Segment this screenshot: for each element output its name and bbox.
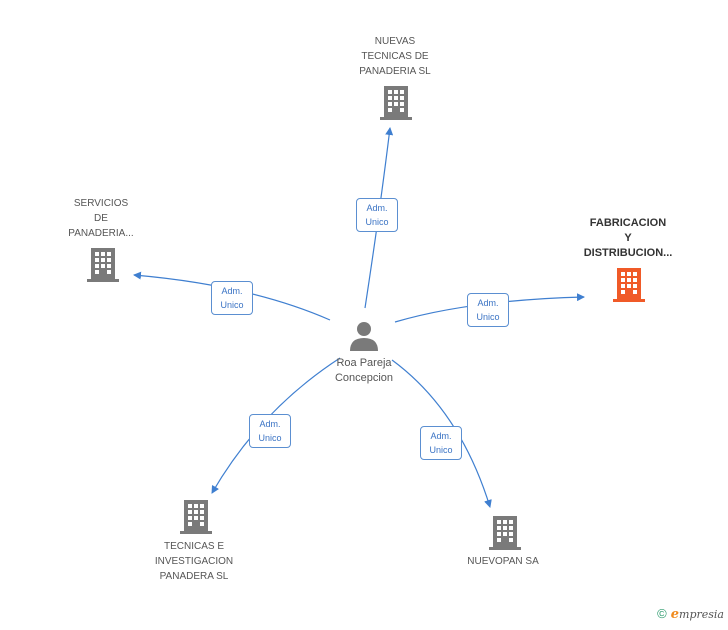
brand-initial: e (670, 607, 680, 622)
role-line: Adm. (366, 203, 388, 213)
person-icon[interactable] (349, 321, 379, 351)
company-label-fabricacion[interactable]: FABRICACION Y DISTRIBUCION... (563, 216, 693, 261)
building-icon[interactable] (489, 516, 521, 550)
person-name-line: Roa Pareja (336, 357, 392, 369)
company-label-nuevas[interactable]: NUEVAS TECNICAS DE PANADERIA SL (335, 34, 455, 79)
company-label-line: DISTRIBUCION... (583, 247, 673, 259)
role-line: Unico (258, 433, 282, 443)
company-label-line: PANADERA SL (159, 571, 229, 582)
company-label-servicios[interactable]: SERVICIOS DE PANADERIA... (41, 196, 161, 241)
company-label-line: DE (94, 213, 108, 224)
brand-rest: mpresia (679, 608, 724, 621)
role-line: Adm. (221, 286, 243, 296)
building-icon[interactable] (180, 500, 212, 534)
building-icon[interactable] (380, 86, 412, 120)
brand-logo[interactable]: empresia (670, 607, 724, 622)
company-label-line: PANADERIA... (68, 228, 134, 239)
building-icon[interactable] (613, 268, 645, 302)
company-label-line: TECNICAS E (163, 541, 224, 552)
building-icon[interactable] (87, 248, 119, 282)
person-name-line: Concepcion (334, 372, 394, 384)
role-line: Adm. (259, 419, 281, 429)
role-badge-nuevas[interactable]: Adm. Unico (356, 198, 398, 232)
edge-nuevopan (391, 359, 492, 508)
company-label-line: NUEVAS (374, 36, 416, 47)
role-line: Unico (476, 312, 500, 322)
person-name[interactable]: Roa Pareja Concepcion (304, 356, 424, 386)
role-line: Adm. (477, 298, 499, 308)
company-label-line: Y (624, 232, 632, 244)
company-label-tecnicas[interactable]: TECNICAS E INVESTIGACION PANADERA SL (134, 539, 254, 584)
company-label-line: FABRICACION (589, 217, 667, 229)
copyright-icon: © (657, 606, 667, 621)
role-line: Unico (220, 300, 244, 310)
role-badge-tecnicas[interactable]: Adm. Unico (249, 414, 291, 448)
role-badge-servicios[interactable]: Adm. Unico (211, 281, 253, 315)
copyright-notice: ©empresia (657, 606, 724, 622)
role-line: Adm. (430, 431, 452, 441)
company-label-line: NUEVOPAN SA (467, 556, 539, 567)
company-label-line: INVESTIGACION (154, 556, 234, 567)
company-label-line: TECNICAS DE (361, 51, 429, 62)
role-badge-fabricacion[interactable]: Adm. Unico (467, 293, 509, 327)
role-badge-nuevopan[interactable]: Adm. Unico (420, 426, 462, 460)
role-line: Unico (365, 217, 389, 227)
company-label-nuevopan[interactable]: NUEVOPAN SA (443, 554, 563, 569)
company-label-line: SERVICIOS (73, 198, 129, 209)
company-label-line: PANADERIA SL (359, 66, 431, 77)
role-line: Unico (429, 445, 453, 455)
